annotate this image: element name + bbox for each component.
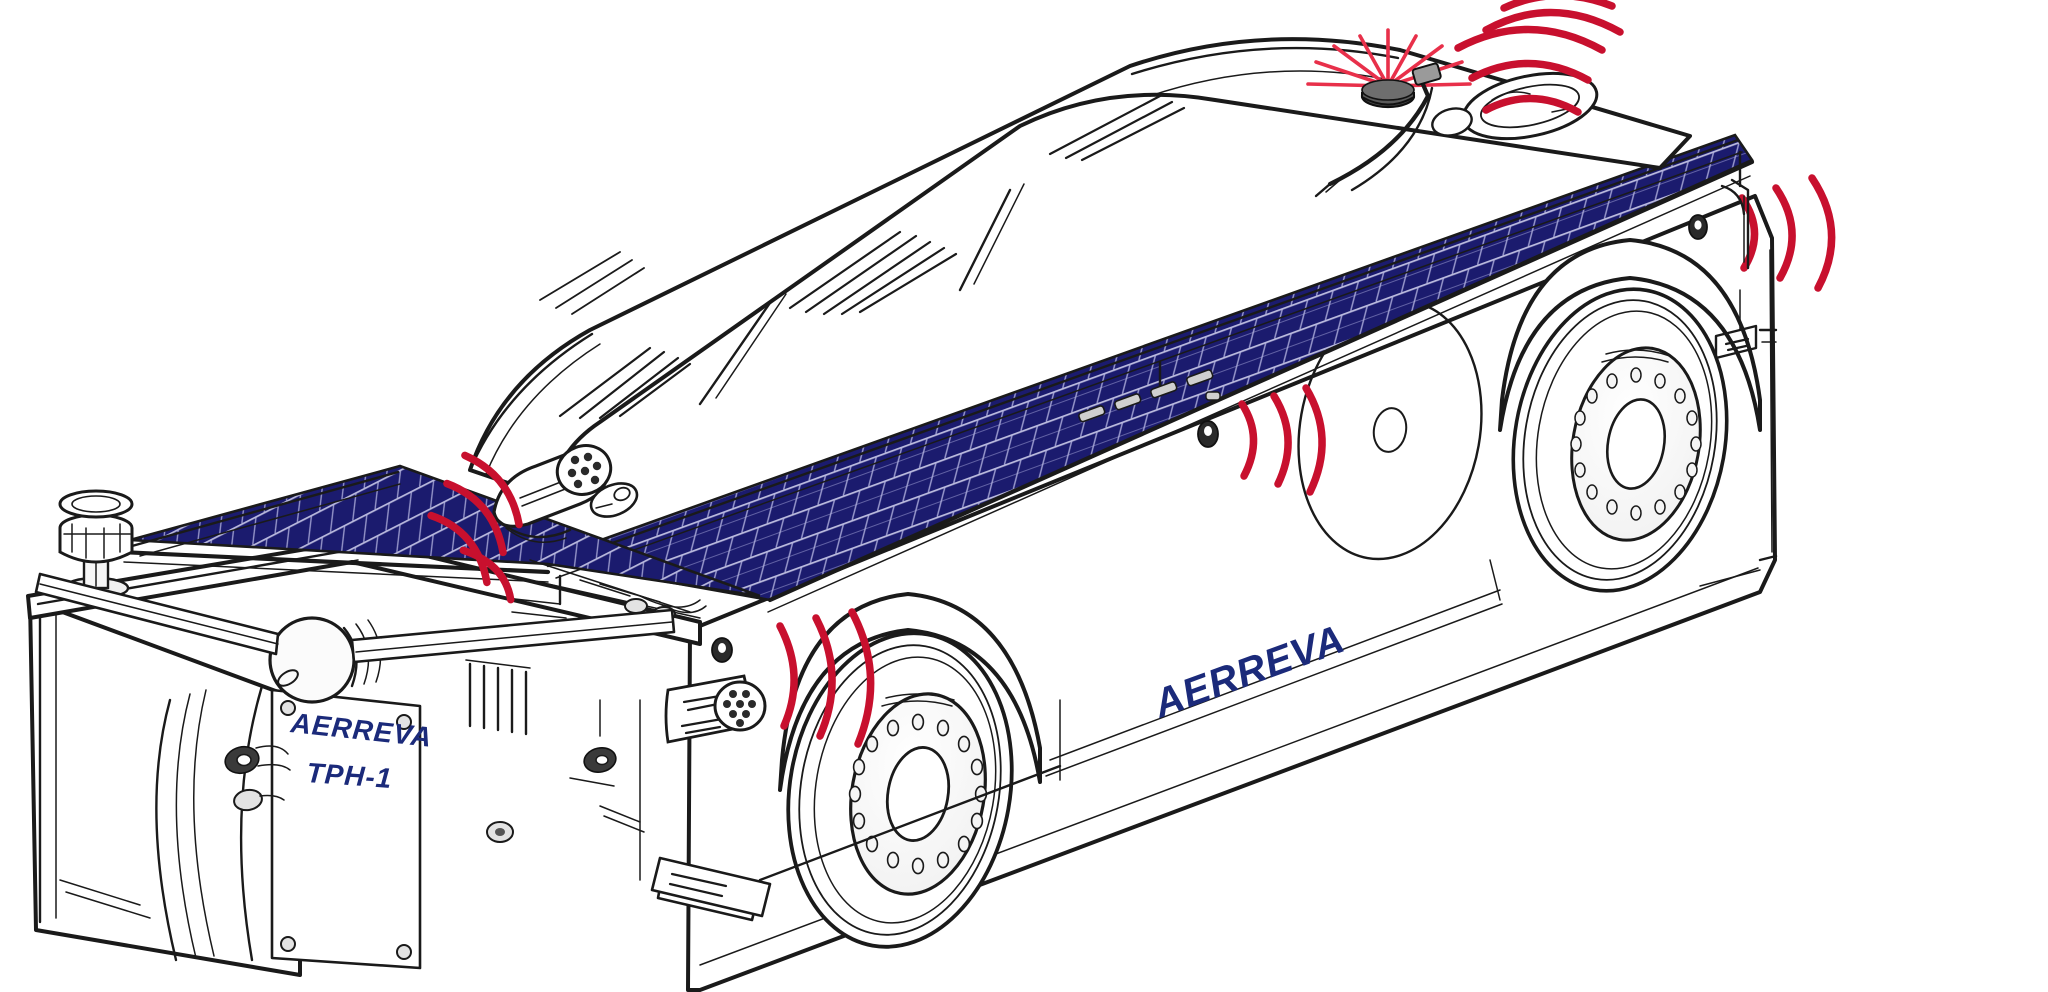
roof-aux-sensor xyxy=(1431,107,1473,137)
nose-highlight-hatch xyxy=(539,251,645,315)
front-lidar-wave-arcs xyxy=(427,451,523,604)
mid-body-wave-arcs xyxy=(1238,384,1326,496)
side-body-panel-lines xyxy=(758,559,1503,882)
roof-rear-wave-arcs xyxy=(1454,25,1606,116)
rear-fender xyxy=(1498,238,1762,432)
rear-wheel xyxy=(1511,287,1729,593)
rear-top-wave-arcs xyxy=(1482,0,1624,36)
model-designation-label: TPH-1 xyxy=(306,757,394,794)
rear-upper-proximity-sensor xyxy=(1688,174,1836,331)
hydraulic-connectors xyxy=(224,745,291,812)
rear-lower-hatch xyxy=(650,856,772,918)
lower-front-sensor-array xyxy=(664,608,875,748)
vent-louvers xyxy=(465,659,531,736)
glass-highlight-window-1 xyxy=(558,346,692,420)
front-access-panel xyxy=(270,688,422,970)
glass-highlight-window-2 xyxy=(788,230,958,316)
roof-arm-assembly xyxy=(1314,62,1442,198)
tow-hitch-ball xyxy=(34,572,676,704)
roof-rear-dome-sensor xyxy=(1461,71,1599,141)
rotating-warning-beacon xyxy=(1306,28,1472,109)
glass-highlight-window-3 xyxy=(1048,94,1186,162)
mid-body-proximity-sensor xyxy=(1197,384,1326,496)
rear-body-details xyxy=(1699,198,1778,587)
solar-panel-array xyxy=(117,133,1755,622)
lower-front-wave-arcs xyxy=(776,608,875,748)
deck-support-brackets xyxy=(558,150,1742,606)
front-lidar-sensor-pod xyxy=(427,444,639,604)
front-module-fittings xyxy=(419,699,645,957)
